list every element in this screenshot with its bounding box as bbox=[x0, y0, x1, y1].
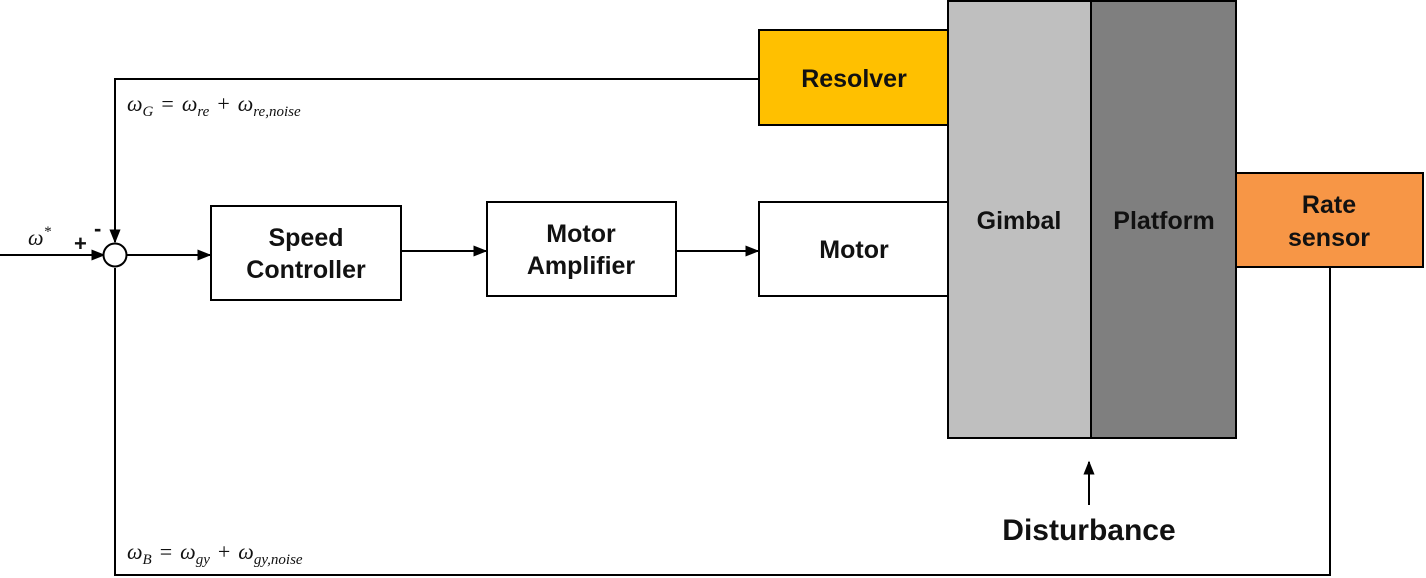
motor-amplifier-label-line2: Amplifier bbox=[527, 252, 636, 280]
platform-block: Platform bbox=[1090, 0, 1237, 439]
gimbal-block: Gimbal bbox=[947, 0, 1092, 439]
motor-label: Motor bbox=[819, 236, 889, 264]
disturbance-label: Disturbance bbox=[1002, 514, 1175, 547]
rate-sensor-block: Rate sensor bbox=[1235, 172, 1424, 268]
rate-sensor-feedback-line bbox=[114, 267, 1331, 576]
resolver-feedback-line bbox=[109, 78, 759, 244]
platform-label: Platform bbox=[1113, 207, 1214, 235]
summing-junction bbox=[102, 242, 128, 268]
speed-controller-label-line2: Controller bbox=[246, 256, 366, 284]
motor-amplifier-block: Motor Amplifier bbox=[486, 201, 677, 297]
speed-controller-label-line1: Speed bbox=[268, 224, 343, 252]
speed-controller-block: Speed Controller bbox=[210, 205, 402, 301]
motor-block: Motor bbox=[758, 201, 950, 297]
motor-amplifier-label-line1: Motor bbox=[546, 220, 616, 248]
resolver-label: Resolver bbox=[801, 65, 907, 93]
resolver-block: Resolver bbox=[758, 29, 950, 126]
omega-b-equation: ωB=ωgy+ωgy,noise bbox=[127, 539, 303, 568]
reference-label: ω* bbox=[28, 224, 52, 250]
rate-sensor-label-line2: sensor bbox=[1288, 224, 1370, 252]
plus-sign: + bbox=[74, 231, 87, 256]
rate-sensor-label-line1: Rate bbox=[1302, 191, 1356, 219]
gimbal-label: Gimbal bbox=[977, 207, 1062, 235]
omega-g-equation: ωG=ωre+ωre,noise bbox=[127, 91, 301, 120]
minus-sign: - bbox=[94, 216, 101, 241]
